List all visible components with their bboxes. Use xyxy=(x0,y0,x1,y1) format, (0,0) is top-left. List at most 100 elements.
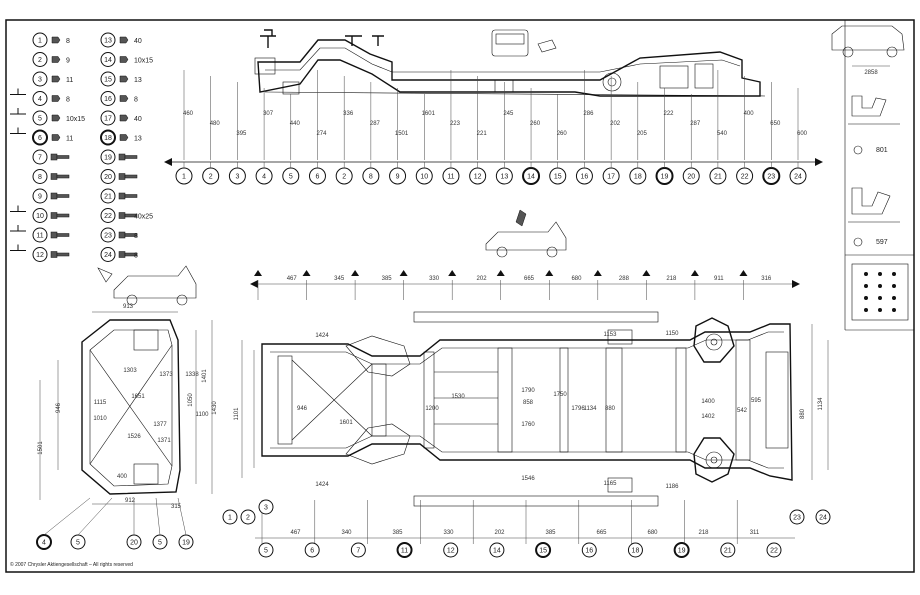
side-marker-label: 9 xyxy=(396,174,400,181)
inner-dim: 595 xyxy=(751,398,762,404)
height-dim: 336 xyxy=(343,111,354,117)
front-dim: 1371 xyxy=(157,438,171,444)
front-dim: 912 xyxy=(125,498,136,504)
front-bracket xyxy=(254,57,276,75)
legend-item-24-label: 24 xyxy=(104,252,112,259)
bottom-dim: 218 xyxy=(698,530,709,536)
tool-icon xyxy=(10,127,26,134)
plate-hole xyxy=(892,272,896,276)
height-dim: 222 xyxy=(664,111,675,117)
side-marker-label: 12 xyxy=(474,174,482,181)
bolt-head-icon xyxy=(118,192,126,200)
height-dim: 205 xyxy=(637,131,648,137)
legend-item-4-label: 4 xyxy=(38,96,42,103)
legend-item-14 xyxy=(100,52,116,67)
left-marker xyxy=(258,499,274,515)
legend-value: 40 xyxy=(134,116,142,123)
front-suspension-lower xyxy=(345,423,411,465)
inner-dim: 1400 xyxy=(701,399,715,405)
front-dim: 1100 xyxy=(196,412,210,418)
bottom-dim: 385 xyxy=(392,530,403,536)
upper-platform-rail xyxy=(413,311,659,323)
plate-hole xyxy=(878,284,882,288)
top-dim-arrow xyxy=(739,270,748,276)
legend-value: 11 xyxy=(66,136,73,143)
front-dim: 1401 xyxy=(202,369,208,383)
top-dim-arrow xyxy=(351,270,360,276)
height-dim: 650 xyxy=(770,121,781,127)
front-dim: 315 xyxy=(171,504,182,510)
side-view: 4604803953074402743362871501160122322124… xyxy=(164,29,823,185)
inset-vehicle xyxy=(831,25,905,51)
bolt-head-icon xyxy=(50,231,58,239)
legend-item-18-label: 18 xyxy=(104,135,112,142)
height-dim: 307 xyxy=(263,111,274,117)
front-marker-label: 5 xyxy=(158,540,162,547)
bottom-marker-label: 22 xyxy=(770,548,778,555)
inner-dim: 1760 xyxy=(521,422,535,428)
plate-hole xyxy=(892,308,896,312)
height-dim: 221 xyxy=(477,131,488,137)
legend-item-24 xyxy=(100,247,116,262)
bottom-marker-label: 15 xyxy=(539,548,547,555)
plate-hole xyxy=(864,284,868,288)
legend-value: 13 xyxy=(134,136,142,143)
legend-value: 10x15 xyxy=(134,58,153,65)
legend-item-14-label: 14 xyxy=(104,57,112,64)
legend-item-8 xyxy=(32,169,48,184)
tool-icon xyxy=(10,244,26,251)
front-view: 9131115110015011050140113731651152613771… xyxy=(36,304,218,550)
top-dim: 202 xyxy=(477,276,488,282)
nut-icon xyxy=(51,56,61,63)
top-dim: 218 xyxy=(666,276,677,282)
inner-dim: 880 xyxy=(605,406,616,412)
side-marker-label: 8 xyxy=(369,174,373,181)
nut-icon xyxy=(119,114,129,122)
side-marker-label: 22 xyxy=(741,174,749,181)
legend-value: 10x15 xyxy=(66,116,85,123)
inner-dim: 1750 xyxy=(553,392,567,398)
front-dim: 1430 xyxy=(212,401,218,415)
legend-item-7-label: 7 xyxy=(38,155,42,162)
tool-icon xyxy=(10,225,26,232)
height-dim: 395 xyxy=(236,131,247,137)
top-dim-arrow xyxy=(690,270,699,276)
rear-mount-upper xyxy=(607,329,633,345)
bottom-marker-label: 6 xyxy=(310,548,314,555)
front-marker-label: 19 xyxy=(182,540,190,547)
inner-dim: 1153 xyxy=(604,332,618,338)
legend-item-11-label: 11 xyxy=(36,233,43,240)
top-dim: 330 xyxy=(429,276,440,282)
bottom-marker xyxy=(396,542,413,558)
side-marker-label: 3 xyxy=(235,174,239,181)
bottom-dim: 202 xyxy=(494,530,505,536)
height-dim: 1601 xyxy=(422,111,436,117)
plate-hole xyxy=(878,272,882,276)
side-frame-outline xyxy=(257,39,761,97)
front-upper-mount xyxy=(133,329,159,351)
plate-hole xyxy=(892,284,896,288)
bottom-marker-label: 12 xyxy=(447,548,455,555)
bolt-symbol-2 xyxy=(345,35,384,46)
bolt-head-icon xyxy=(50,251,58,258)
legend-value: 11 xyxy=(66,77,73,84)
legend-item-4 xyxy=(32,91,48,106)
right-marker-label: 23 xyxy=(793,515,801,522)
side-frame-bottom xyxy=(264,91,766,97)
inner-dim: 1424 xyxy=(315,333,329,339)
height-dim: 223 xyxy=(450,121,461,127)
side-marker-label: 20 xyxy=(687,174,695,181)
top-dim-arrow xyxy=(254,270,262,276)
inner-dim: 1796 xyxy=(571,406,585,412)
top-dim-arrow xyxy=(545,270,554,276)
height-dim: 480 xyxy=(210,121,221,127)
inner-dim: 1530 xyxy=(451,394,465,400)
legend-value: 9 xyxy=(66,58,70,65)
nut-icon xyxy=(51,95,61,102)
legend-item-1 xyxy=(32,32,48,48)
bolt-shank-icon xyxy=(56,155,70,159)
side-marker-label: 24 xyxy=(794,174,802,181)
